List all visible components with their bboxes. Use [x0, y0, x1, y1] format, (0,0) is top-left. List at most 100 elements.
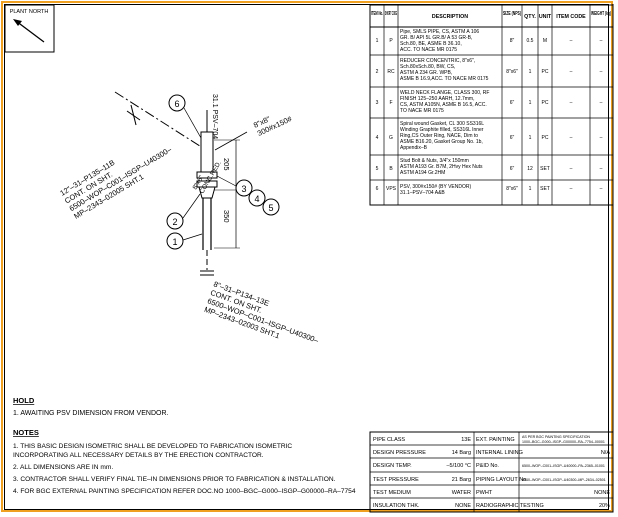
prop-value: N/A [601, 450, 611, 456]
bom-desc-line: TO NACE MR 0175 [400, 108, 444, 114]
bom-desc-line: ACC. TO NACE MR 0175 [400, 47, 457, 53]
notes-title: NOTES [13, 428, 39, 437]
bom-weight: – [600, 135, 603, 141]
bom-desc-line: Sch.80xSch.80, BW, CS, [400, 64, 455, 70]
bom-item-no: 4 [376, 135, 379, 141]
balloon-3-number: 3 [241, 184, 246, 194]
prop-label: TEST PRESSURE [373, 477, 419, 483]
bom-header-cell: ITEM No. [371, 11, 383, 17]
bom-unit: M [543, 38, 547, 44]
bom-desc-line: ASTM A 234 GR. WPB, [400, 70, 452, 76]
bom-desc-line: PSV, 300#x150# (BY VENDOR) [400, 184, 471, 190]
bom-desc-line: ASTM A194 Gr.2HM [400, 170, 445, 176]
prop-label: PIPE CLASS [373, 437, 405, 443]
note-line: 3. CONTRACTOR SHALL VERIFY FINAL TIE–IN … [13, 476, 336, 483]
prop-label: PWHT [476, 490, 493, 496]
bom-weight: – [600, 186, 603, 192]
bom-qty: 1 [529, 186, 532, 192]
bill-of-materials-table: ITEM No. SHORT CODE DESCRIPTION SIZE (NP… [369, 4, 614, 206]
prop-value: 21 Barg [452, 477, 471, 483]
bom-row: 3 F WELD NECK FLANGE, CLASS 300, RF FINI… [376, 90, 603, 114]
upper-continuation-pipe [114, 91, 204, 149]
bom-row: 2 RC REDUCER CONCENTRIC, 8"x6", Sch.80xS… [376, 58, 603, 82]
upper-match-line [126, 104, 141, 126]
bom-header-cell: QTY. [524, 14, 536, 20]
bom-header-cell: DESCRIPTION [432, 14, 468, 20]
north-arrow-icon [13, 19, 45, 43]
balloon-1-number: 1 [172, 237, 177, 247]
bom-short-code: F [389, 100, 392, 106]
bom-item-code: – [570, 186, 573, 192]
prop-value: AS PER BGC PAINTING SPECIFICATION [522, 435, 590, 439]
isometric-piping-drawing: 12"–31–P135–11B CONT. ON SHT. 6500–WOP–C… [58, 91, 321, 345]
bom-unit: PC [542, 69, 549, 75]
prop-value: NONE [455, 503, 471, 509]
item-balloon: 3 [216, 175, 253, 197]
bom-unit: PC [542, 135, 549, 141]
bom-qty: 0.5 [527, 38, 534, 44]
dim-top-value: 205 [222, 158, 231, 171]
bom-unit: PC [542, 100, 549, 106]
bom-header-cell: ITEM CODE [556, 14, 586, 20]
bom-header-cell: SHORT CODE [385, 11, 397, 17]
balloon-5-number: 5 [268, 203, 273, 213]
bom-header-cell: WEIGHT (kg) [591, 11, 611, 17]
sheet-inner-border [4, 4, 609, 510]
bom-desc-line: 31.1–PSV–704 A&B [400, 190, 445, 196]
bom-desc-line: REDUCER CONCENTRIC, 8"x6", [400, 58, 475, 64]
flange-size-label: 8"x8" 300#x150# [252, 114, 294, 138]
bom-desc-line: Stud Bolt & Nuts, 3/4"x 150mm [400, 158, 469, 164]
prop-label: RADIOGRAPHIC TESTING [476, 503, 544, 509]
flange-leader [214, 131, 248, 151]
dim-bottom-value: 350 [222, 210, 231, 223]
plant-north-label: PLANT NORTH [10, 9, 49, 15]
balloon-6-number: 6 [174, 99, 179, 109]
lower-match-line [200, 270, 214, 276]
bom-size: 8"x6" [506, 186, 518, 192]
bom-short-code: P [389, 38, 393, 44]
dim-top-label: 205 [222, 158, 231, 171]
upper-line-label: 12"–31–P135–11B CONT. ON SHT. 6500–WOP–C… [58, 144, 173, 220]
bom-qty: 12 [527, 166, 533, 172]
bom-qty: 1 [529, 100, 532, 106]
prop-label: DESIGN TEMP. [373, 463, 412, 469]
bom-item-no: 5 [376, 166, 379, 172]
bom-frame [369, 4, 614, 206]
notes-section: HOLD 1. AWAITING PSV DIMENSION FROM VEND… [13, 396, 356, 495]
prop-value: WATER [452, 490, 471, 496]
sheet-outer-border [1, 1, 613, 512]
bom-size: 8" [510, 38, 515, 44]
item-balloon: 2 [166, 193, 201, 230]
bom-size: 6" [510, 100, 515, 106]
prop-label: DESIGN PRESSURE [373, 450, 426, 456]
item-balloon: 4 [248, 189, 266, 207]
bom-desc-line: Ring,CS Outer Ring, NACE, Dim to [400, 133, 478, 139]
bom-header-row: ITEM No. SHORT CODE DESCRIPTION SIZE (NP… [371, 11, 611, 20]
bom-desc-line: CS, ASTM A105N, ASME B 16.5, ACC. [400, 102, 487, 108]
plant-north-box: PLANT NORTH [4, 4, 55, 53]
prop-value: 13E [461, 437, 471, 443]
bom-desc-line: Spiral wound Gasket, CL 300 SS316L [400, 121, 484, 127]
balloon-2-number: 2 [172, 217, 177, 227]
bom-row: 4 G Spiral wound Gasket, CL 300 SS316L W… [376, 121, 603, 151]
prop-value: 20% [599, 503, 610, 509]
hold-title: HOLD [13, 396, 35, 405]
bom-weight: – [600, 166, 603, 172]
balloon-4-number: 4 [254, 194, 259, 204]
bom-row: 6 VPS PSV, 300#x150# (BY VENDOR) 31.1–PS… [376, 184, 603, 196]
bom-desc-line: Pipe, SMLS PIPE, CS, ASTM A 106 [400, 29, 479, 35]
bom-row: 1 P Pipe, SMLS PIPE, CS, ASTM A 106 GR. … [376, 29, 603, 53]
props-row: PIPE CLASS 13E EXT. PAINTING AS PER BGC … [373, 435, 605, 444]
prop-label: INSULATION THK. [373, 503, 420, 509]
note-line: 2. ALL DIMENSIONS ARE IN mm. [13, 464, 113, 471]
item-balloon: 5 [262, 198, 280, 216]
line-properties-table: PIPE CLASS 13E EXT. PAINTING AS PER BGC … [369, 431, 614, 513]
bom-short-code: RC [387, 69, 395, 75]
bom-item-no: 1 [376, 38, 379, 44]
bom-size: 6" [510, 166, 515, 172]
bom-desc-line: GR. B/ API 5L GR.B/ A 53 GR-B, [400, 35, 472, 41]
psv-flange [196, 171, 218, 179]
bom-header-cell: SIZE (NPS) [503, 11, 521, 17]
bom-unit: SET [540, 166, 550, 172]
